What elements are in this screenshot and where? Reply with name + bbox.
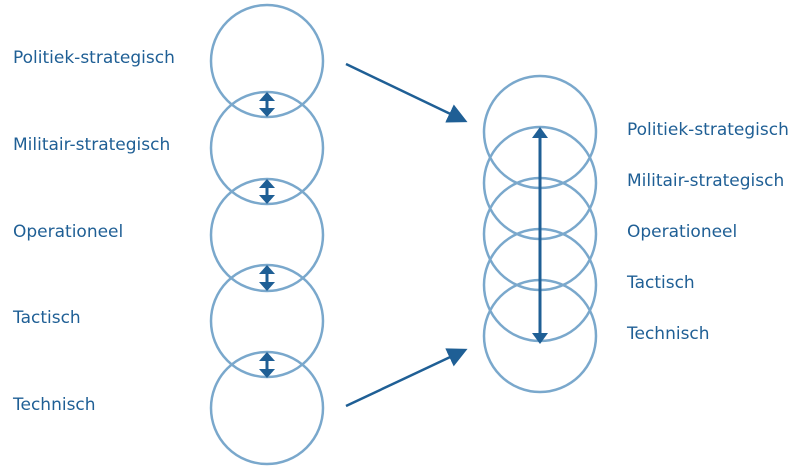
left-label-politiek-strategisch: Politiek-strategisch	[13, 48, 175, 68]
double-arrow-2-3	[259, 179, 275, 204]
left-label-operationeel: Operationeel	[13, 222, 124, 242]
right-label-politiek-strategisch: Politiek-strategisch	[627, 120, 789, 140]
right-long-double-arrow	[532, 127, 548, 344]
arrow-top	[345, 62, 468, 123]
double-arrow-4-5	[259, 352, 275, 378]
left-label-technisch: Technisch	[13, 395, 96, 415]
left-label-tactisch: Tactisch	[13, 308, 81, 328]
left-circles	[209, 3, 325, 466]
double-arrow-3-4	[259, 265, 275, 291]
double-arrow-1-2	[259, 92, 275, 117]
arrow-bottom	[345, 348, 468, 408]
left-double-arrows	[259, 92, 275, 378]
left-label-militair-strategisch: Militair-strategisch	[13, 135, 171, 155]
right-label-militair-strategisch: Militair-strategisch	[627, 171, 785, 191]
right-label-operationeel: Operationeel	[627, 222, 738, 242]
transition-arrows	[345, 62, 468, 408]
right-label-technisch: Technisch	[627, 324, 710, 344]
right-label-tactisch: Tactisch	[627, 273, 695, 293]
